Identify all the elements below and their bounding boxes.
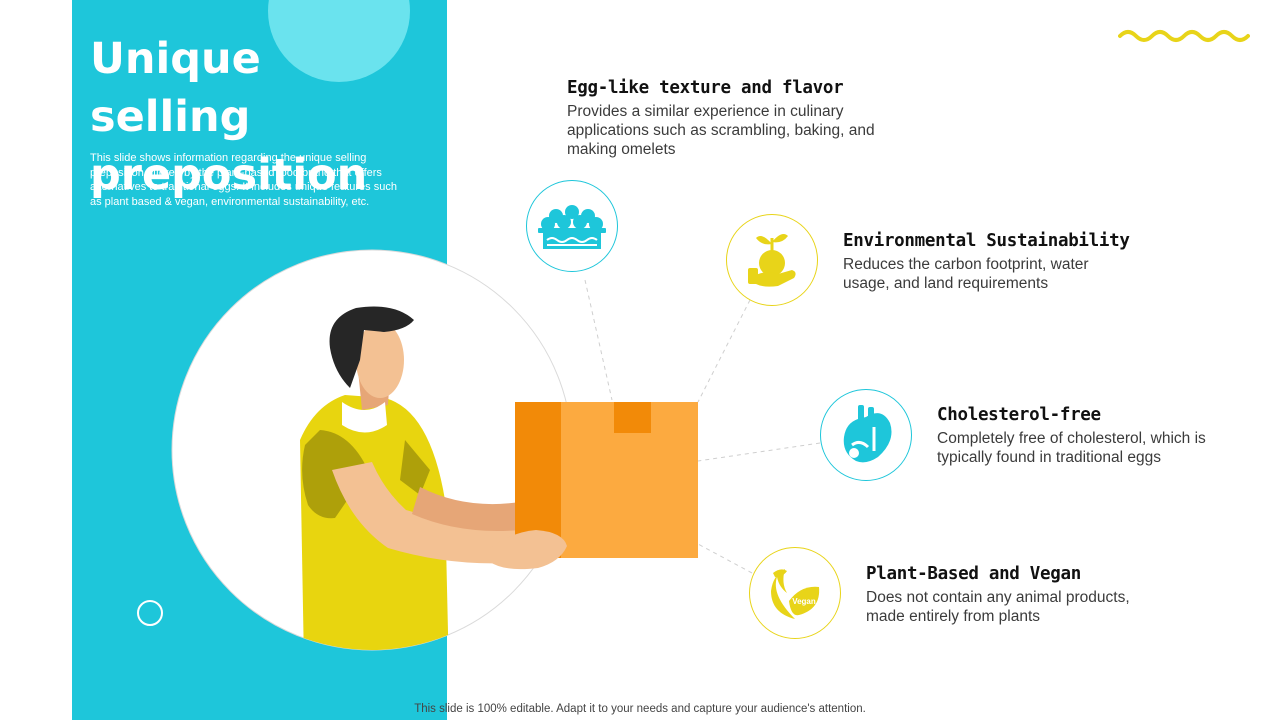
egg-tray-icon bbox=[526, 180, 618, 272]
feature-description: Provides a similar experience in culinar… bbox=[567, 103, 875, 158]
person-hair bbox=[329, 306, 414, 388]
feature-plant-based: Plant-Based and Vegan Does not contain a… bbox=[866, 563, 1166, 626]
footer-note: This slide is 100% editable. Adapt it to… bbox=[414, 703, 866, 715]
feature-egg-like: Egg-like texture and flavor Provides a s… bbox=[567, 77, 877, 159]
slide-title: Unique selling preposition bbox=[90, 34, 368, 200]
feature-description: Does not contain any animal products, ma… bbox=[866, 589, 1130, 625]
feature-title: Cholesterol-free bbox=[937, 405, 1101, 425]
heart-icon bbox=[820, 389, 912, 481]
connector-lines bbox=[584, 279, 821, 574]
feature-title: Egg-like texture and flavor bbox=[567, 78, 844, 98]
plant-in-hand-icon bbox=[726, 214, 818, 306]
feature-title: Environmental Sustainability bbox=[843, 231, 1130, 251]
vegan-leaf-icon: Vegan bbox=[749, 547, 841, 639]
ring-decoration bbox=[137, 600, 163, 626]
feature-title: Plant-Based and Vegan bbox=[866, 564, 1081, 584]
person-illustration bbox=[300, 340, 546, 650]
feature-environmental: Environmental Sustainability Reduces the… bbox=[843, 230, 1133, 293]
wave-decoration bbox=[1118, 30, 1250, 42]
person-face bbox=[356, 322, 404, 398]
feature-description: Completely free of cholesterol, which is… bbox=[937, 430, 1206, 466]
feature-description: Reduces the carbon footprint, water usag… bbox=[843, 256, 1089, 292]
slide-description: This slide shows information regarding t… bbox=[90, 152, 397, 208]
vegan-badge-text: Vegan bbox=[792, 597, 816, 606]
feature-cholesterol-free: Cholesterol-free Completely free of chol… bbox=[937, 404, 1227, 467]
person-hand bbox=[490, 530, 567, 570]
